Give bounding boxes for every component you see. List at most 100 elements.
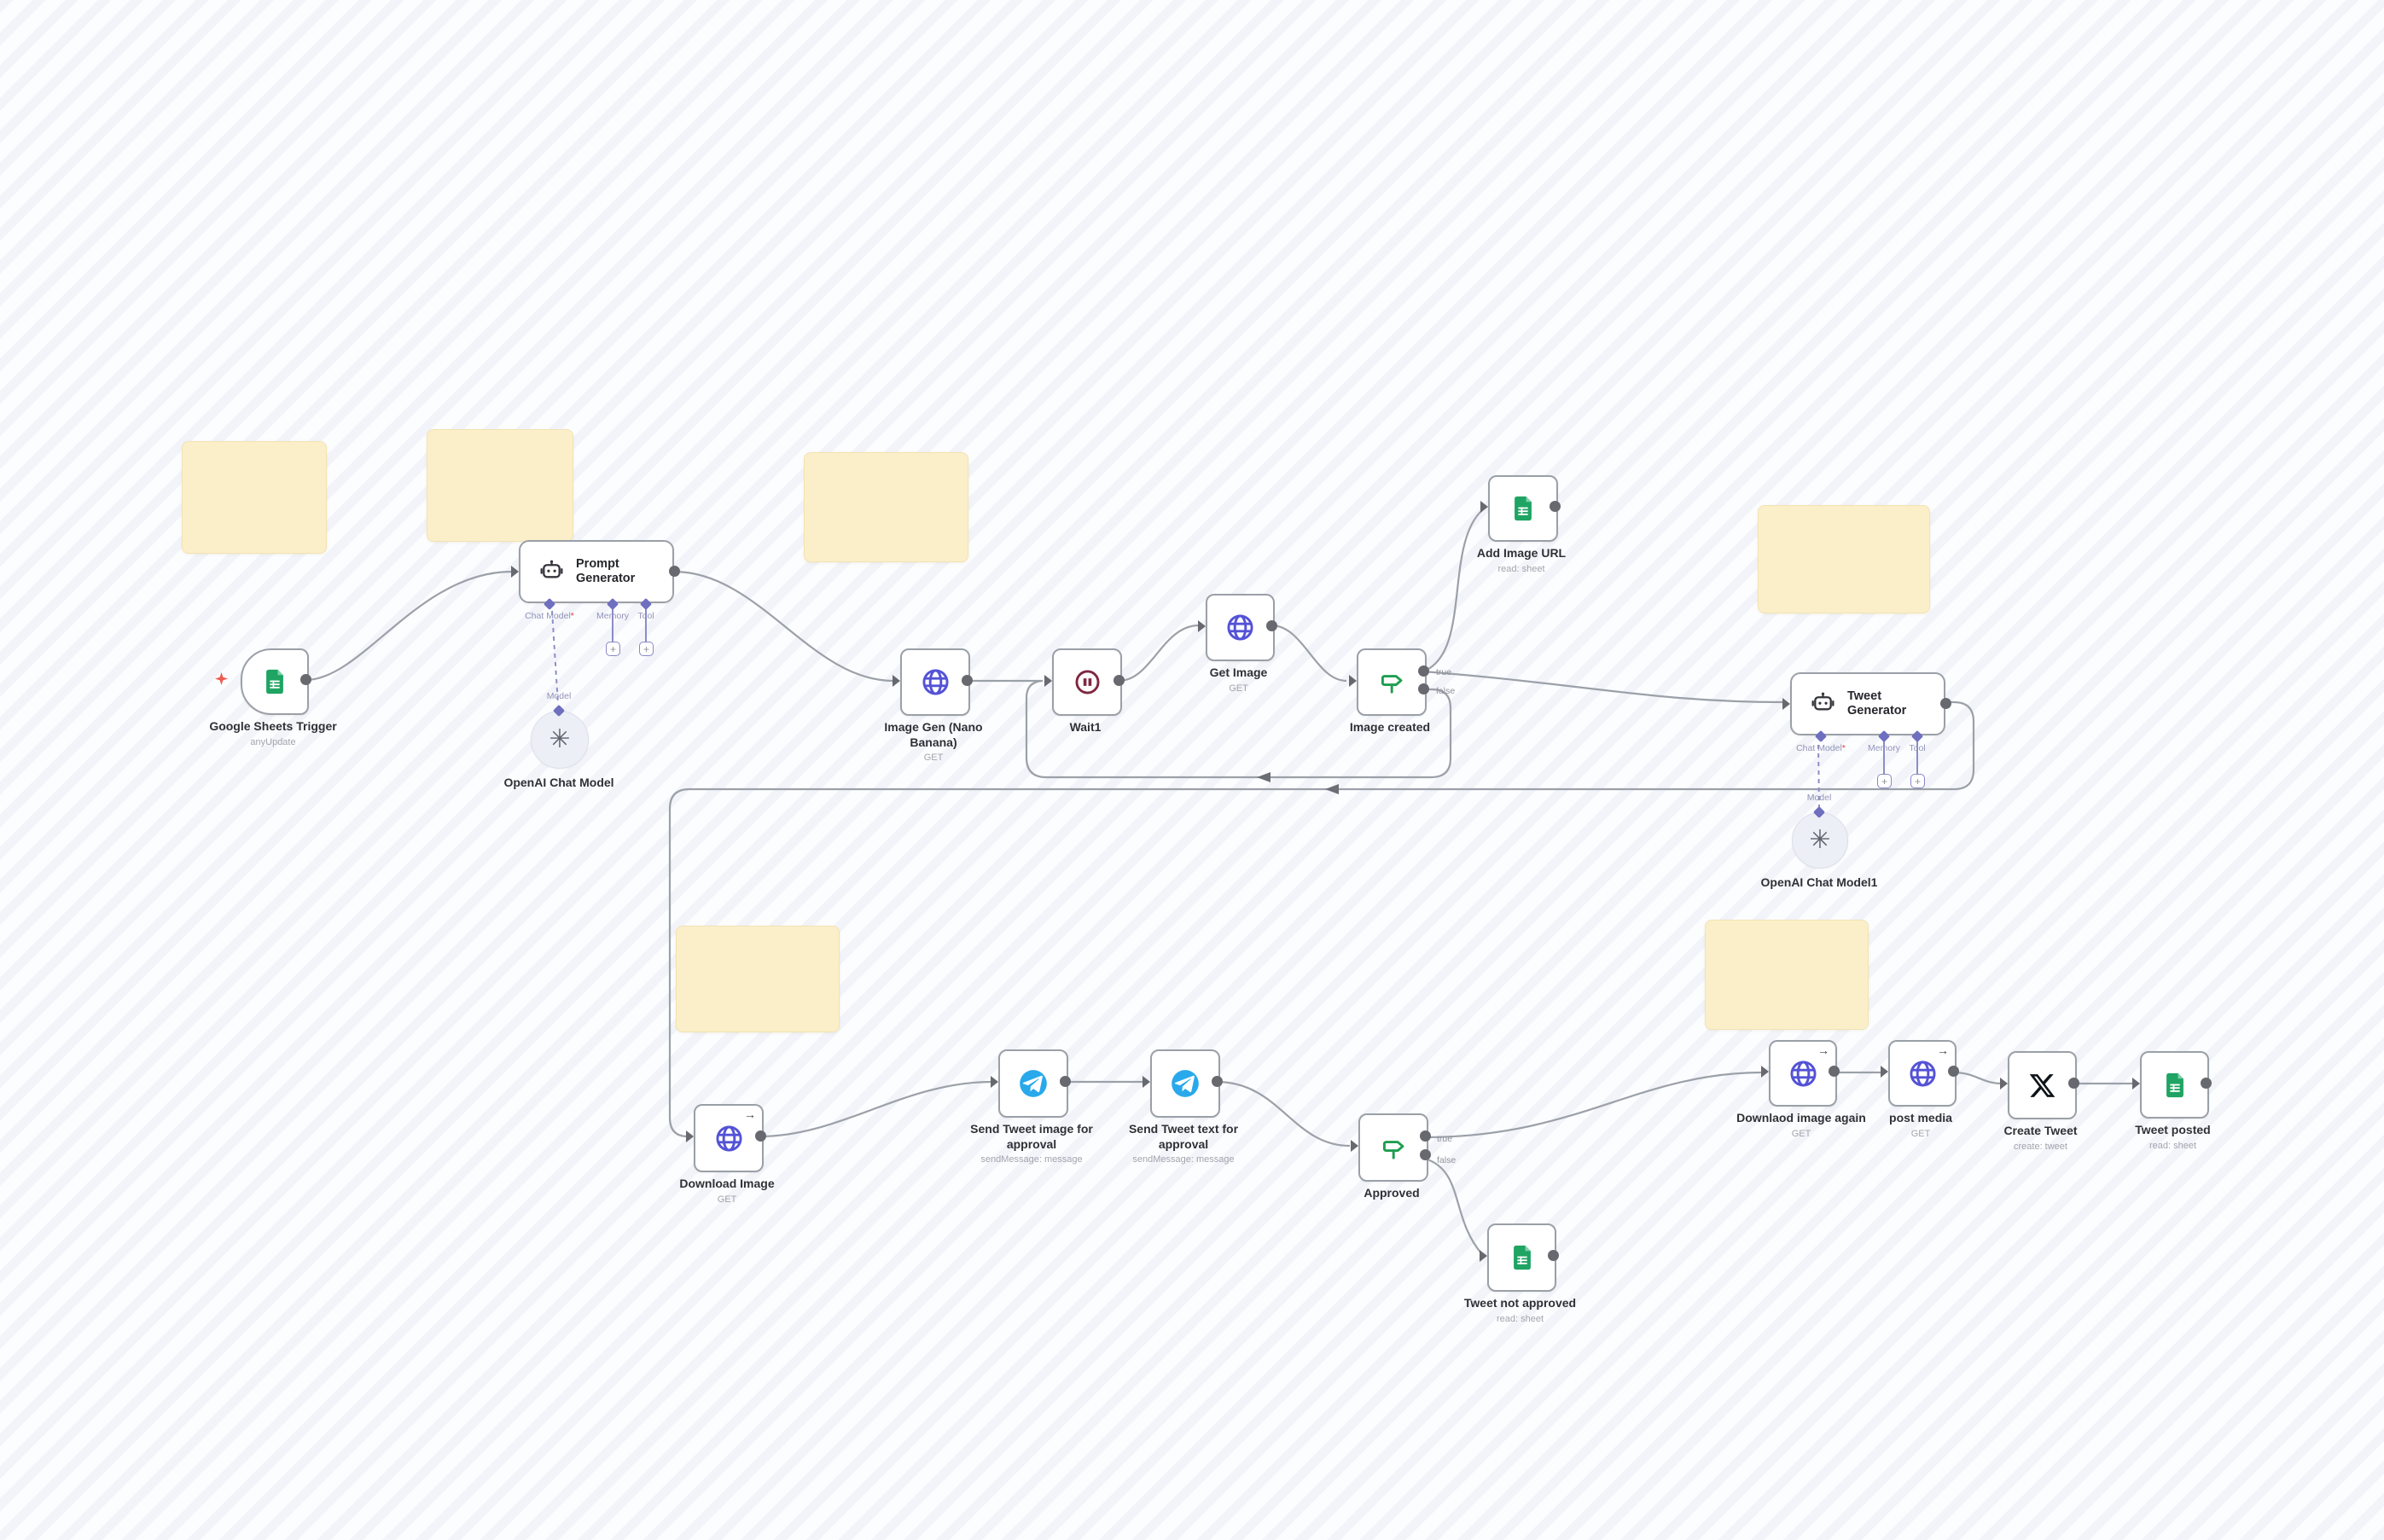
connection-wait1-to-get-image[interactable] <box>1118 624 1200 683</box>
robot-icon <box>538 558 566 586</box>
globe-icon <box>713 1123 745 1154</box>
connection-get-image-to-image-created[interactable] <box>1270 624 1347 683</box>
node-subtitle: sendMessage: message <box>980 1154 1083 1165</box>
connection-tweet-generator-to-download-image[interactable] <box>668 700 1975 1138</box>
tweet-not-approved-output-port[interactable] <box>1548 1250 1559 1261</box>
google-sheets-trigger-output-port[interactable] <box>300 674 311 685</box>
connection-image-created-false-to-wait1[interactable] <box>1025 679 1452 779</box>
send-tweet-image-for-approval-output-port[interactable] <box>1060 1076 1071 1087</box>
approved-true-output-port[interactable] <box>1420 1130 1431 1142</box>
add-memory-button[interactable]: + <box>1877 774 1892 788</box>
pause-icon <box>1073 667 1102 697</box>
node-title: Prompt Generator <box>576 556 636 585</box>
node-label-block: Image created <box>1322 720 1458 735</box>
download-image-output-port[interactable] <box>755 1130 766 1142</box>
node-add-image-url[interactable] <box>1488 475 1558 542</box>
node-label-block: OpenAI Chat Model <box>482 776 636 791</box>
sticky-note[interactable] <box>804 452 968 562</box>
node-label-block: Wait1 <box>1017 720 1154 735</box>
connection-send-tweet-text-to-approved[interactable] <box>1216 1080 1351 1148</box>
tweet-generator-output-port[interactable] <box>1940 698 1951 709</box>
node-google-sheets-trigger[interactable] <box>241 648 309 715</box>
connection-openai-chat-model-to-prompt-generator[interactable] <box>551 610 559 706</box>
sticky-note[interactable] <box>1705 920 1869 1030</box>
node-downlaod-image-again[interactable]: → <box>1769 1040 1837 1107</box>
prompt-generator-chat_model-port-label: Chat Model* <box>511 611 588 621</box>
model-port-label: Model <box>1806 793 1832 803</box>
connection-post-media-to-create-tweet[interactable] <box>1952 1071 2003 1085</box>
image-created-false-output-port[interactable] <box>1418 683 1429 694</box>
sticky-note[interactable] <box>182 441 327 554</box>
connection-image-created-true-to-tweet-generator[interactable] <box>1422 670 1784 704</box>
node-label: Tweet posted <box>2135 1123 2211 1136</box>
node-get-image[interactable] <box>1206 594 1275 661</box>
connection-download-image-to-send-tweet-image[interactable] <box>759 1080 992 1138</box>
image-gen-nano-banana-output-port[interactable] <box>962 674 973 686</box>
sticky-note[interactable] <box>1758 505 1930 613</box>
add-image-url-output-port[interactable] <box>1550 501 1561 512</box>
node-tweet-generator[interactable]: Tweet Generator <box>1790 672 1945 735</box>
node-label: Image created <box>1349 720 1431 734</box>
add-memory-button[interactable]: + <box>606 642 620 656</box>
prompt-generator-output-port[interactable] <box>669 566 680 577</box>
approved-false-output-port[interactable] <box>1420 1148 1431 1160</box>
wait1-output-port[interactable] <box>1114 674 1125 686</box>
node-send-tweet-text-for-approval[interactable] <box>1150 1049 1220 1118</box>
node-label-block: Approved <box>1323 1186 1460 1201</box>
tweet-generator-chat_model-port-label: Chat Model* <box>1782 743 1859 753</box>
x-icon <box>2028 1072 2056 1100</box>
node-label-block: Image Gen (Nano Banana)GET <box>865 720 1002 763</box>
prompt-generator-input-port <box>511 566 519 578</box>
download-image-input-port <box>686 1130 694 1142</box>
add-tool-button[interactable]: + <box>1910 774 1925 788</box>
get-image-input-port <box>1198 619 1206 632</box>
post-media-output-port[interactable] <box>1948 1066 1959 1077</box>
sticky-note[interactable] <box>427 429 573 542</box>
create-tweet-output-port[interactable] <box>2068 1078 2079 1089</box>
node-approved[interactable] <box>1358 1113 1428 1182</box>
connection-image-created-true-to-add-image-url[interactable] <box>1422 509 1483 673</box>
arrow-right-icon: → <box>744 1107 756 1121</box>
node-tweet-posted[interactable] <box>2140 1051 2209 1119</box>
node-openai-chat-model1[interactable]: ✳ <box>1792 812 1848 869</box>
node-wait1[interactable] <box>1052 648 1122 716</box>
node-label: Approved <box>1364 1186 1420 1200</box>
node-image-created[interactable] <box>1357 648 1427 716</box>
downlaod-image-again-output-port[interactable] <box>1829 1066 1840 1077</box>
node-send-tweet-image-for-approval[interactable] <box>998 1049 1068 1118</box>
node-label: Google Sheets Trigger <box>209 719 337 733</box>
node-openai-chat-model[interactable]: ✳ <box>531 711 589 769</box>
get-image-output-port[interactable] <box>1266 619 1277 631</box>
node-subtitle: GET <box>1229 683 1248 694</box>
tweet-generator-input-port <box>1782 698 1790 710</box>
connection-approved-false-to-tweet-not-approved[interactable] <box>1424 1157 1483 1255</box>
node-create-tweet[interactable] <box>2008 1051 2077 1119</box>
connection-trigger-to-prompt-generator[interactable] <box>305 570 513 682</box>
node-subtitle: read: sheet <box>1497 563 1545 574</box>
connection-openai-chat-model1-to-tweet-generator[interactable] <box>1817 744 1820 809</box>
globe-icon <box>920 666 951 698</box>
image-created-true-output-port[interactable] <box>1418 665 1429 677</box>
node-prompt-generator[interactable]: Prompt Generator <box>519 540 674 603</box>
node-tweet-not-approved[interactable] <box>1487 1223 1556 1292</box>
add-tool-button[interactable]: + <box>639 642 654 656</box>
sticky-note[interactable] <box>676 926 840 1032</box>
google-sheets-icon <box>1508 1243 1537 1272</box>
node-download-image[interactable]: → <box>694 1104 764 1172</box>
image-created-output-label-false: false <box>1436 686 1455 696</box>
tweet-posted-output-port[interactable] <box>2201 1077 2212 1089</box>
connection-prompt-generator-to-image-gen[interactable] <box>673 570 894 683</box>
node-image-gen-nano-banana[interactable] <box>900 648 970 716</box>
chat_model-label: Chat Model <box>525 611 571 621</box>
approved-output-label-false: false <box>1437 1155 1456 1165</box>
node-subtitle: GET <box>923 753 944 763</box>
send-tweet-text-for-approval-output-port[interactable] <box>1212 1076 1223 1087</box>
node-post-media[interactable]: → <box>1888 1040 1957 1107</box>
connection-approved-true-to-downlaod-image-again[interactable] <box>1424 1071 1764 1139</box>
arrow-right-icon: → <box>1817 1043 1829 1057</box>
